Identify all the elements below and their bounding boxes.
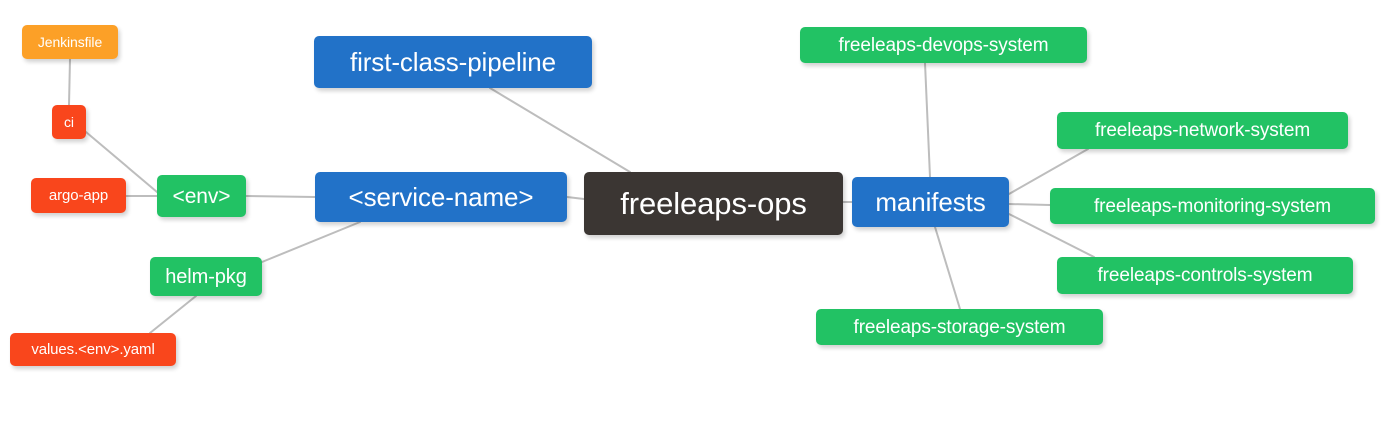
mindmap-node-jenkinsfile[interactable]: Jenkinsfile bbox=[22, 25, 118, 59]
mindmap-node-helm-pkg[interactable]: helm-pkg bbox=[150, 257, 262, 296]
mindmap-node-freeleaps-controls-system[interactable]: freeleaps-controls-system bbox=[1057, 257, 1353, 294]
mindmap-node-env[interactable]: <env> bbox=[157, 175, 246, 217]
mindmap-node-manifests[interactable]: manifests bbox=[852, 177, 1009, 227]
mindmap-node-ci[interactable]: ci bbox=[52, 105, 86, 139]
edge-manifests-to-freeleaps-monitoring-system bbox=[1008, 203, 1051, 206]
mindmap-node-freeleaps-devops-system[interactable]: freeleaps-devops-system bbox=[800, 27, 1087, 63]
edge-manifests-to-freeleaps-storage-system bbox=[934, 226, 961, 310]
edge-jenkinsfile-to-ci bbox=[68, 58, 71, 106]
mindmap-node-freeleaps-monitoring-system[interactable]: freeleaps-monitoring-system bbox=[1050, 188, 1375, 224]
edge-env-to-service-name bbox=[245, 195, 316, 198]
mindmap-node-argo-app[interactable]: argo-app bbox=[31, 178, 126, 213]
mindmap-node-values-yaml[interactable]: values.<env>.yaml bbox=[10, 333, 176, 366]
mindmap-node-freeleaps-network-system[interactable]: freeleaps-network-system bbox=[1057, 112, 1348, 149]
mindmap-node-freeleaps-ops[interactable]: freeleaps-ops bbox=[584, 172, 843, 235]
edge-values-yaml-to-helm-pkg bbox=[149, 295, 197, 334]
mindmap-node-first-class-pipeline[interactable]: first-class-pipeline bbox=[314, 36, 592, 88]
edge-helm-pkg-to-service-name bbox=[261, 221, 361, 263]
mindmap-node-freeleaps-storage-system[interactable]: freeleaps-storage-system bbox=[816, 309, 1103, 345]
edge-manifests-to-freeleaps-devops-system bbox=[924, 62, 931, 178]
edge-service-name-to-freeleaps-ops bbox=[566, 196, 585, 200]
edge-first-class-pipeline-to-freeleaps-ops bbox=[489, 87, 631, 173]
mindmap-node-service-name[interactable]: <service-name> bbox=[315, 172, 567, 222]
